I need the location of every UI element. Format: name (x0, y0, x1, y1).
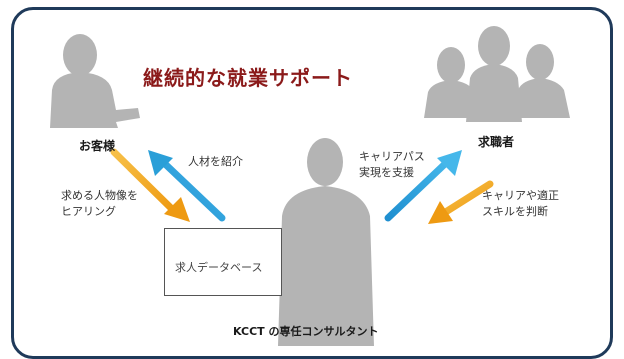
arrow-caption-introduce-line1: 人材を紹介 (188, 155, 243, 168)
arrow-caption-hearing-line1: 求める人物像を (61, 189, 138, 202)
arrow-caption-hearing-line2: ヒアリング (61, 205, 116, 218)
arrow-caption-career-support-line1: キャリアパス (359, 150, 425, 163)
diagram-graphics (50, 26, 570, 346)
arrow-jobseeker-to-consultant (428, 180, 494, 224)
client-label: お客様 (79, 139, 116, 153)
jobseeker-group-silhouette-icon (424, 26, 570, 122)
arrow-caption-introduce: 人材を紹介 (188, 154, 243, 170)
arrow-caption-skill-assessment: キャリアや適正 スキルを判断 (482, 188, 559, 220)
database-label: 求人データベース (175, 261, 263, 274)
consultant-label: KCCT の専任コンサルタント (233, 325, 379, 338)
arrow-consultant-to-jobseeker (384, 150, 462, 222)
arrow-client-to-database (110, 148, 190, 222)
arrow-caption-career-support-line2: 実現を支援 (359, 166, 414, 179)
arrow-caption-skill-assessment-line1: キャリアや適正 (482, 189, 559, 202)
diagram-title: 継続的な就業サポート (143, 66, 353, 90)
arrow-caption-hearing: 求める人物像を ヒアリング (61, 188, 138, 220)
consultant-silhouette-icon (278, 138, 374, 346)
arrow-database-to-client (148, 150, 226, 222)
arrow-caption-career-support: キャリアパス 実現を支援 (359, 149, 425, 181)
database-box: 求人データベース (164, 228, 282, 296)
arrow-caption-skill-assessment-line2: スキルを判断 (482, 205, 548, 218)
client-silhouette-icon (50, 34, 140, 128)
jobseeker-label: 求職者 (478, 135, 515, 149)
